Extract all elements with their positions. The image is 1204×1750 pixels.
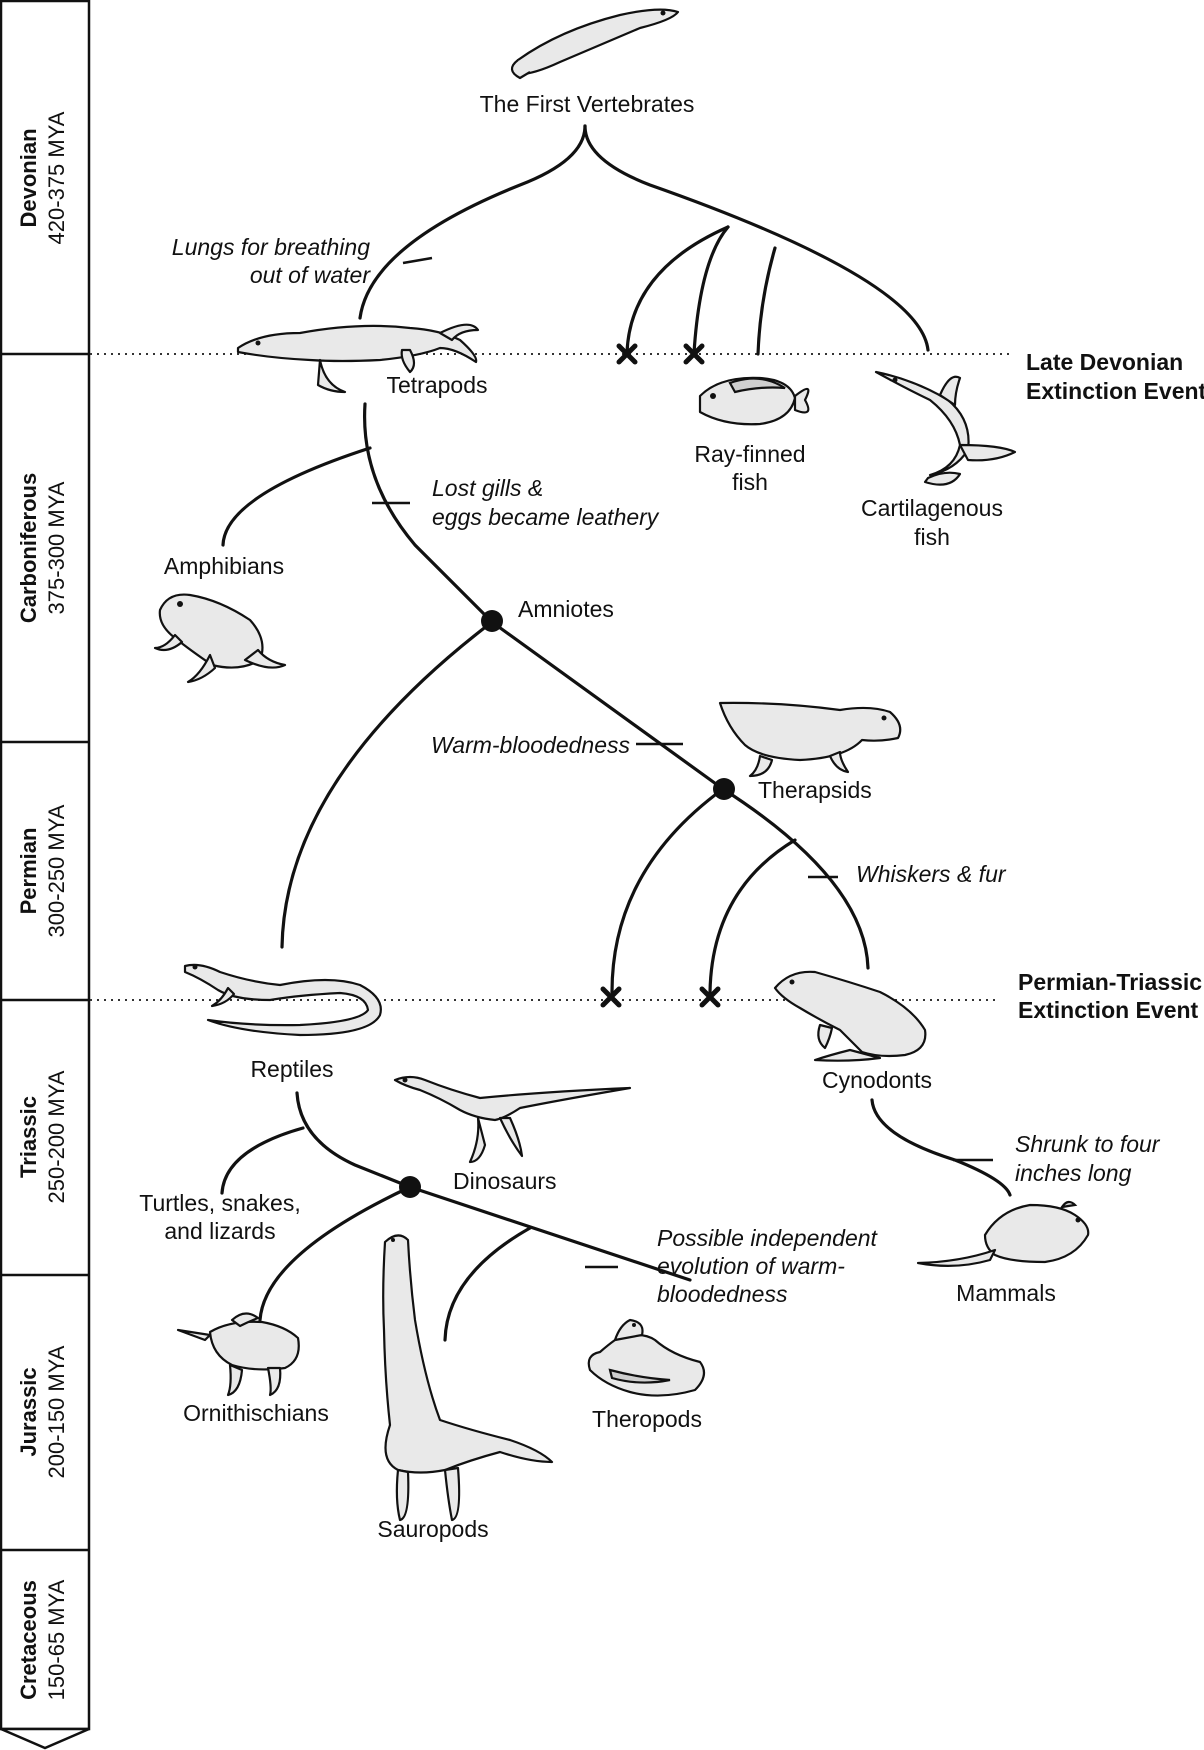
trait-gills-2: eggs became leathery: [432, 504, 660, 530]
period-range: 200-150 MYA: [44, 1345, 69, 1478]
trait-gills-1: Lost gills &: [432, 475, 543, 501]
tree-branches: [220, 124, 1012, 1342]
trait-possible-3: bloodedness: [657, 1281, 788, 1307]
ornithischian-illustration: [176, 1312, 300, 1397]
trait-lungs-1: Lungs for breathing: [172, 234, 370, 260]
period-name: Devonian: [16, 128, 41, 227]
period-name: Cretaceous: [16, 1580, 41, 1700]
extinct-x-mark: [699, 986, 721, 1008]
label-cynodonts: Cynodonts: [822, 1067, 932, 1093]
amphibian-illustration: [153, 593, 287, 684]
dinosaurs-node: [399, 1176, 421, 1198]
shark-illustration: [874, 370, 1017, 486]
trait-possible-1: Possible independent: [657, 1225, 879, 1251]
extinct-x-mark: [683, 343, 705, 365]
label-sauropods: Sauropods: [377, 1516, 488, 1542]
trait-possible-2: evolution of warm-: [657, 1253, 845, 1279]
label-cartilagenous-2: fish: [914, 524, 950, 550]
trait-lungs-2: out of water: [250, 262, 372, 288]
first-vertebrate-illustration: [510, 8, 680, 80]
label-reptiles: Reptiles: [250, 1056, 333, 1082]
trait-shrunk-2: inches long: [1015, 1160, 1132, 1186]
sauropod-illustration: [382, 1234, 554, 1522]
dinosaur-illustration: [393, 1075, 632, 1164]
label-first-vertebrates: The First Vertebrates: [480, 91, 695, 117]
trait-shrunk-1: Shrunk to four: [1015, 1131, 1161, 1157]
period-range: 250-200 MYA: [44, 1070, 69, 1203]
period-name: Jurassic: [16, 1367, 41, 1456]
period-name: Triassic: [16, 1096, 41, 1178]
ray-finned-fish-illustration: [698, 376, 810, 426]
label-ornithischians: Ornithischians: [183, 1400, 329, 1426]
tetrapod-illustration: [236, 323, 480, 394]
timeline: Devonian 420-375 MYA Carboniferous 375-3…: [0, 0, 91, 1750]
late-devonian-label-1: Late Devonian: [1026, 349, 1183, 375]
period-range: 375-300 MYA: [44, 481, 69, 614]
label-tetrapods: Tetrapods: [386, 372, 487, 398]
period-range: 300-250 MYA: [44, 804, 69, 937]
therapsids-node: [713, 778, 735, 800]
label-turtles-1: Turtles, snakes,: [139, 1190, 300, 1216]
cynodont-illustration: [773, 970, 927, 1062]
permian-triassic-label-2: Extinction Event: [1018, 997, 1199, 1023]
therapsid-illustration: [718, 701, 902, 778]
period-range: 150-65 MYA: [44, 1579, 69, 1700]
label-amniotes: Amniotes: [518, 596, 614, 622]
label-ray-finned-1: Ray-finned: [694, 441, 805, 467]
period-name: Permian: [16, 828, 41, 915]
label-ray-finned-2: fish: [732, 469, 768, 495]
mammal-illustration: [916, 1200, 1090, 1267]
period-range: 420-375 MYA: [44, 111, 69, 244]
extinct-x-mark: [600, 986, 622, 1008]
amniotes-node: [481, 610, 503, 632]
label-theropods: Theropods: [592, 1406, 702, 1432]
period-name: Carboniferous: [16, 473, 41, 623]
label-cartilagenous-1: Cartilagenous: [861, 495, 1003, 521]
label-therapsids: Therapsids: [758, 777, 872, 803]
extinct-x-mark: [616, 343, 638, 365]
label-amphibians: Amphibians: [164, 553, 284, 579]
trait-warm-bloodedness: Warm-bloodedness: [431, 732, 631, 758]
permian-triassic-label-1: Permian-Triassic: [1018, 969, 1202, 995]
tick-lungs: [402, 256, 433, 265]
label-turtles-2: and lizards: [164, 1218, 275, 1244]
label-dinosaurs: Dinosaurs: [453, 1168, 557, 1194]
theropod-illustration: [587, 1318, 706, 1397]
late-devonian-label-2: Extinction Event: [1026, 378, 1204, 404]
reptile-illustration: [183, 963, 382, 1037]
label-mammals: Mammals: [956, 1280, 1056, 1306]
trait-whiskers: Whiskers & fur: [856, 861, 1007, 887]
